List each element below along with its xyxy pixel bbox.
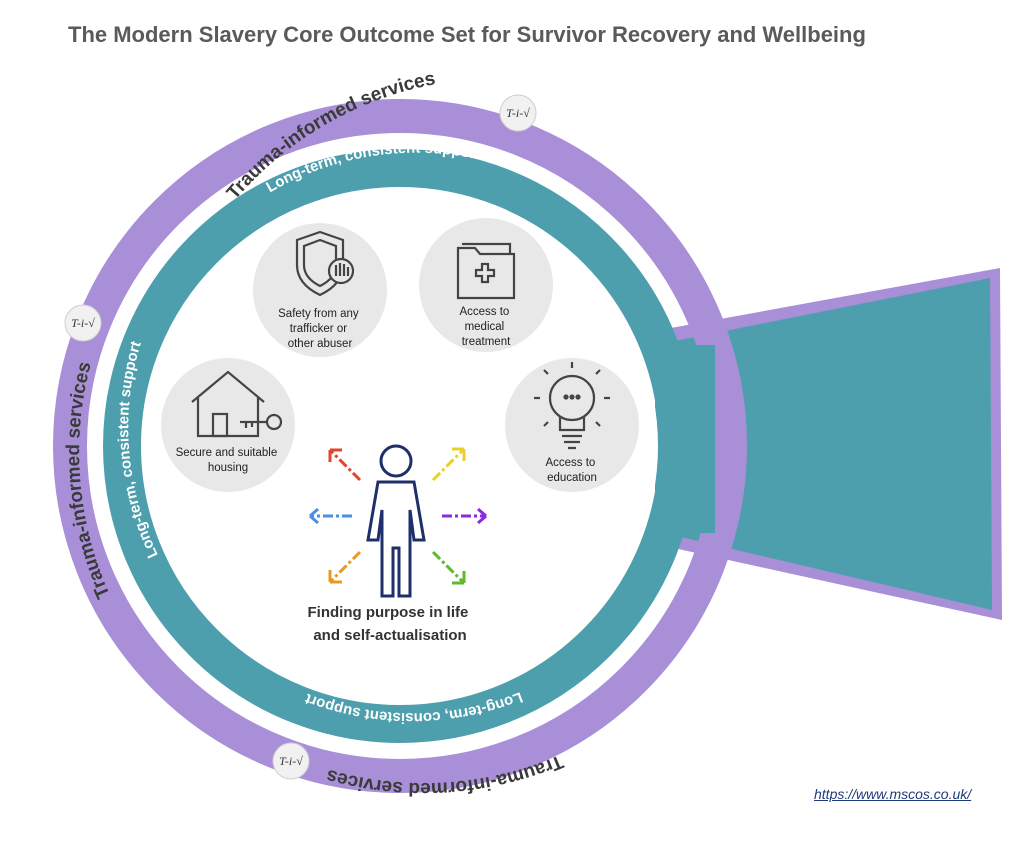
ring-horn-connector — [655, 345, 715, 533]
diagram-title: The Modern Slavery Core Outcome Set for … — [68, 22, 866, 47]
outcome-medical-label: Access to medical treatment — [459, 306, 512, 348]
center-goal-label: Finding purpose in life and self-actuali… — [308, 604, 473, 644]
arrow-right-icon — [442, 507, 487, 525]
tiv-badge-left: T-i-√ — [64, 304, 102, 342]
outcome-housing-label: Secure and suitable housing — [176, 447, 281, 474]
arrow-up-left-icon — [328, 448, 362, 482]
shield-hand-icon — [295, 230, 355, 297]
medical-folder-icon — [456, 242, 516, 300]
outcome-housing: Secure and suitable housing — [161, 358, 295, 492]
tiv-badge-top: T-i-√ — [499, 94, 537, 132]
direction-arrows — [309, 447, 487, 585]
arrow-down-right-icon — [431, 550, 466, 585]
funnel-horn-inner — [660, 278, 992, 610]
outcome-education: Access to education — [505, 358, 639, 492]
tiv-badge-bottom: T-i-√ — [272, 742, 310, 780]
outcome-safety-label: Safety from any trafficker or other abus… — [278, 308, 362, 350]
outcome-education-label: Access to education — [545, 457, 598, 484]
arrow-left-icon — [309, 507, 352, 525]
mscos-website-link[interactable]: https://www.mscos.co.uk/ — [814, 786, 972, 802]
svg-text:T-i-√: T-i-√ — [506, 106, 530, 120]
house-key-icon — [191, 370, 283, 438]
person-figure-icon — [366, 444, 426, 598]
svg-text:T-i-√: T-i-√ — [279, 754, 303, 768]
lightbulb-icon — [534, 362, 610, 450]
outer-ring — [53, 99, 747, 793]
outcome-safety: Safety from any trafficker or other abus… — [253, 223, 387, 357]
arrow-up-right-icon — [431, 447, 466, 482]
svg-text:T-i-√: T-i-√ — [71, 316, 95, 330]
arrow-down-left-icon — [328, 550, 362, 584]
outcome-medical: Access to medical treatment — [419, 218, 553, 352]
